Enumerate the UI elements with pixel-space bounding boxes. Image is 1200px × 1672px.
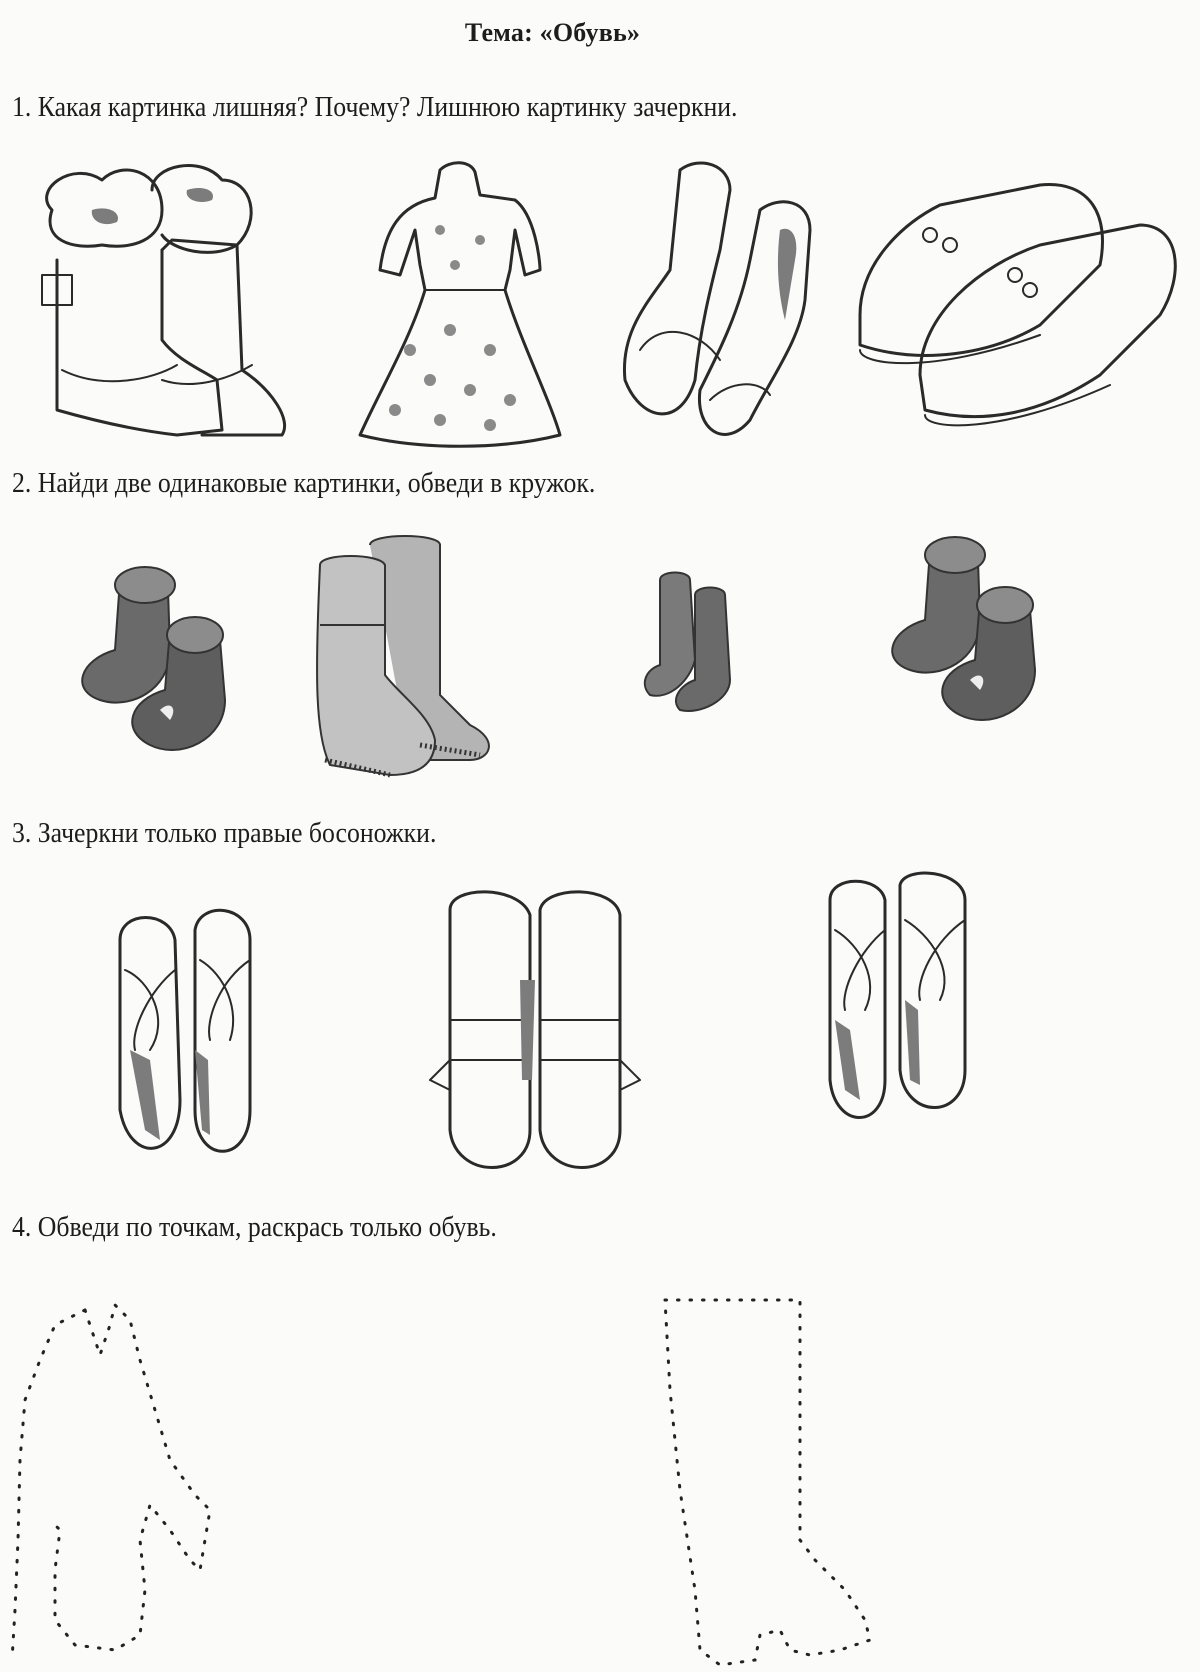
task-2-instruction: 2. Найди две одинаковые картинки, обведи…: [12, 468, 596, 499]
rubber-boots-short-duplicate-icon[interactable]: [870, 530, 1070, 730]
sandals-pair-1-icon[interactable]: [90, 900, 290, 1170]
task-3-instruction: 3. Зачеркни только правые босоножки.: [12, 818, 437, 849]
sandals-pair-3-icon[interactable]: [790, 870, 1010, 1140]
task-1-instruction: 1. Какая картинка лишняя? Почему? Лишнюю…: [12, 92, 738, 123]
women-shoes-icon[interactable]: [600, 150, 850, 450]
winter-fur-boots-icon[interactable]: [12, 150, 312, 450]
dress-icon[interactable]: [340, 150, 580, 450]
rubber-boots-short-icon[interactable]: [60, 560, 260, 760]
dotted-mitten-outline-icon[interactable]: [0, 1280, 440, 1672]
felt-boots-valenki-icon[interactable]: [300, 525, 530, 785]
lace-up-shoes-icon[interactable]: [840, 165, 1190, 445]
tall-boots-small-icon[interactable]: [640, 570, 770, 720]
page-title: Тема: «Обувь»: [464, 18, 641, 47]
dotted-boot-outline-icon[interactable]: [660, 1290, 960, 1670]
task-4-instruction: 4. Обведи по точкам, раскрась только обу…: [12, 1212, 497, 1243]
sandals-pair-2-icon[interactable]: [420, 880, 660, 1180]
